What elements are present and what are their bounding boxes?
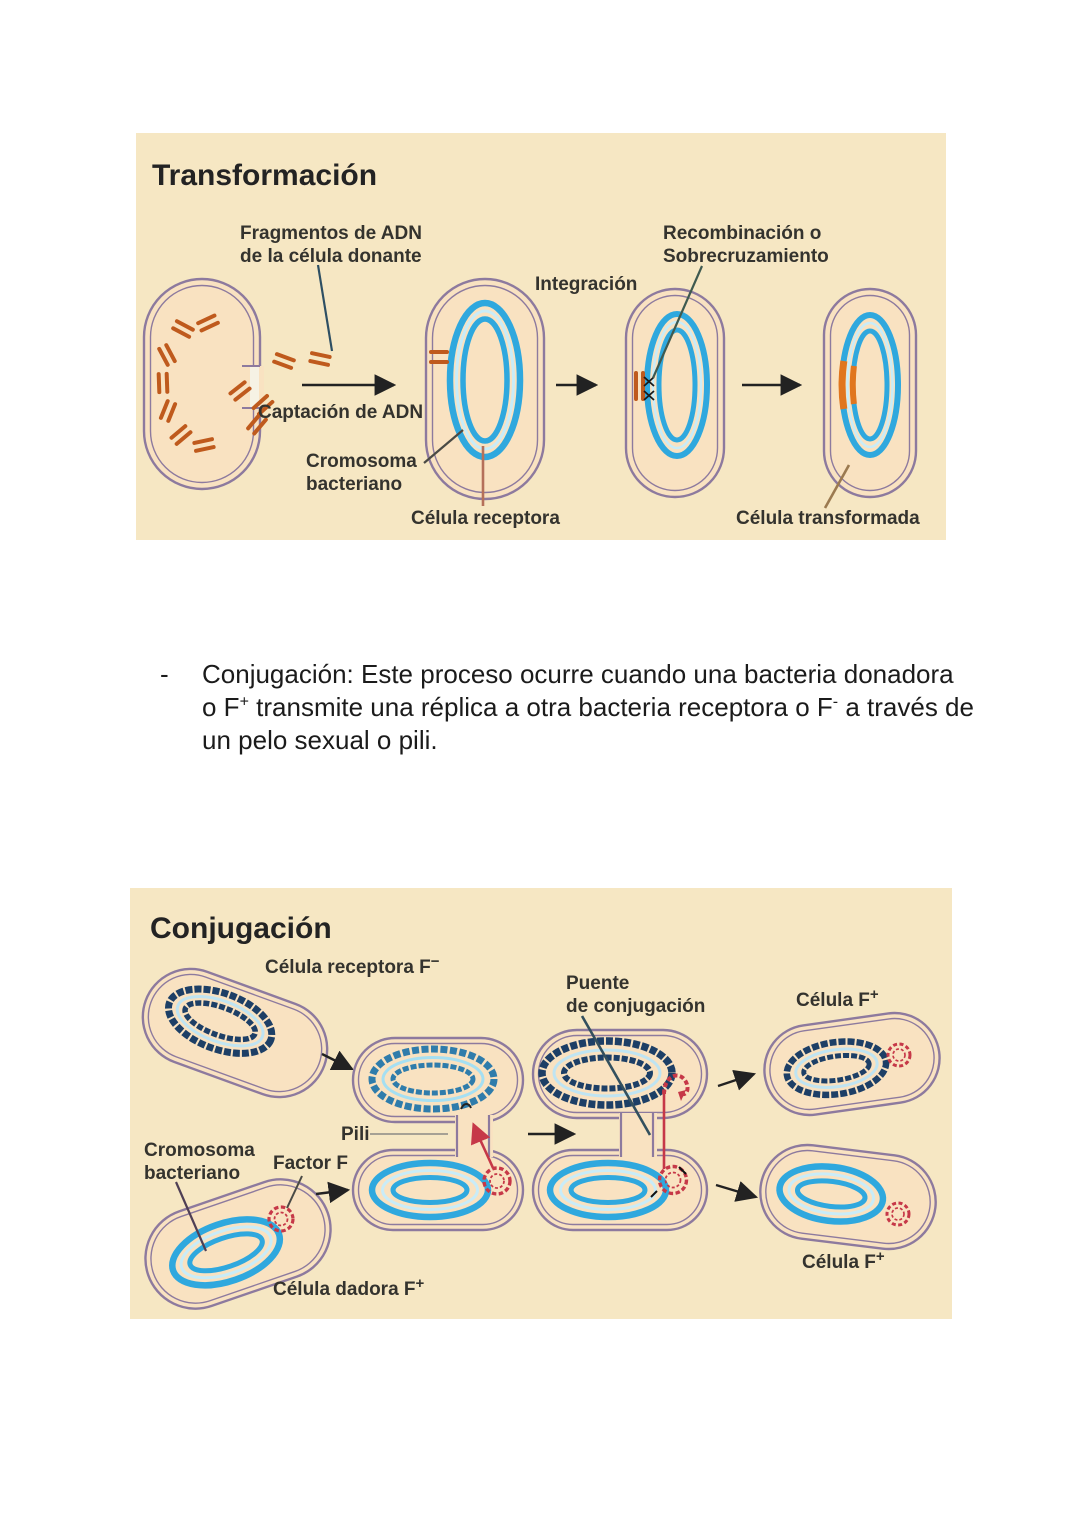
f-minus-superscript: -: [832, 693, 839, 711]
f-plus-donor-cell: [144, 1178, 332, 1310]
factor-f-plasmid: [885, 1201, 911, 1227]
conjugating-pair-1: [351, 1036, 525, 1232]
recombination-label-line2: Sobrecruzamiento: [663, 246, 829, 267]
conjugation-bridge: [455, 1115, 493, 1157]
bridge-label-line1: Puente: [566, 973, 629, 994]
transformed-cell-pointer-line: [823, 464, 851, 509]
conjugation-figure: Conjugación Célula receptora F−: [130, 888, 952, 1319]
chromosome-label-line2: bacteriano: [306, 474, 402, 495]
strand-tip-mark: [460, 1103, 472, 1110]
result-f-plus-cell-top: [763, 1011, 941, 1117]
integrated-dna-segment: [838, 360, 848, 410]
chromosome-label-line1: Cromosoma: [306, 451, 417, 472]
f-plus-superscript: +: [239, 693, 249, 711]
recombination-label-line1: Recombinación o: [663, 223, 821, 244]
recombination-cell: [624, 287, 726, 499]
conjugation-title: Conjugación: [150, 912, 332, 945]
transferring-strand: [471, 1122, 495, 1169]
donor-cell-label: Célula dadora F+: [273, 1275, 425, 1300]
chromosome-label-line2: bacteriano: [144, 1163, 240, 1184]
pair2-to-top-result-arrow: [717, 1069, 757, 1091]
f-plus-cell-bottom-label: Célula F+: [802, 1248, 885, 1273]
recombining-fragment: [634, 371, 645, 401]
fragmented-chromosome: [156, 313, 220, 453]
transformation-figure: Transformación: [136, 133, 946, 540]
chromosome-pointer-line: [174, 1181, 208, 1252]
chromosome-pointer-line: [423, 429, 464, 464]
conjugation-definition-paragraph: - Conjugación: Este proceso ocurre cuand…: [160, 658, 1000, 757]
entering-fragment: [429, 350, 449, 364]
dna-fragments-outside: [228, 351, 332, 436]
crossover-marks: [643, 376, 655, 401]
transformed-cell: [822, 287, 918, 499]
integration-label: Integración: [535, 274, 637, 295]
paragraph-text: Conjugación: Este proceso ocurre cuando …: [202, 659, 974, 755]
receptor-cell-label: Célula receptora F−: [265, 953, 440, 978]
fragments-pointer-line: [316, 264, 334, 352]
strand-tip-marks: [650, 1166, 687, 1198]
chromosome-label-line1: Cromosoma: [144, 1140, 255, 1161]
result-f-plus-cell-bottom: [759, 1143, 937, 1251]
factor-f-label: Factor F: [273, 1153, 348, 1174]
fragments-label-line2: de la célula donante: [240, 246, 422, 267]
bridge-label-line2: de conjugación: [566, 996, 705, 1017]
f-minus-receptor-cell: [141, 967, 329, 1099]
paragraph-line1: Conjugación: Este proceso ocurre cuando …: [202, 659, 954, 689]
dna-uptake-label: Captación de ADN: [258, 402, 423, 423]
conjugation-bridge: [619, 1113, 657, 1157]
receptor-cell: [424, 277, 546, 501]
fragments-label-line1: Fragmentos de ADN: [240, 223, 422, 244]
receptor-to-pair-arrow: [321, 1050, 354, 1071]
conjugation-diagram: Conjugación Célula receptora F−: [141, 912, 941, 1310]
factor-f-plasmid: [482, 1166, 512, 1196]
factor-f-plasmid: [267, 1205, 295, 1233]
transformation-diagram: Transformación: [142, 159, 920, 529]
recombination-pointer-line: [651, 265, 704, 379]
transformed-cell-label: Célula transformada: [736, 508, 920, 529]
transformation-title: Transformación: [152, 159, 377, 192]
factor-f-pointer-line: [286, 1175, 303, 1209]
receptor-cell-label: Célula receptora: [411, 508, 560, 529]
pili-label: Pili: [341, 1124, 370, 1145]
f-plus-cell-top-label: Célula F+: [796, 986, 879, 1011]
bacterial-chromosome-ring: [446, 299, 524, 461]
conjugating-pair-2: [531, 1028, 709, 1232]
factor-f-plasmid: [886, 1042, 912, 1068]
donor-to-pair-arrow: [315, 1181, 351, 1204]
paragraph-line3: un pelo sexual o pili.: [202, 725, 438, 755]
donor-cell: [142, 277, 264, 491]
factor-f-plasmid: [657, 1164, 689, 1196]
bullet-dash: -: [160, 659, 169, 689]
pair2-to-bottom-result-arrow: [715, 1181, 759, 1202]
bridge-pointer-line: [580, 1015, 652, 1136]
